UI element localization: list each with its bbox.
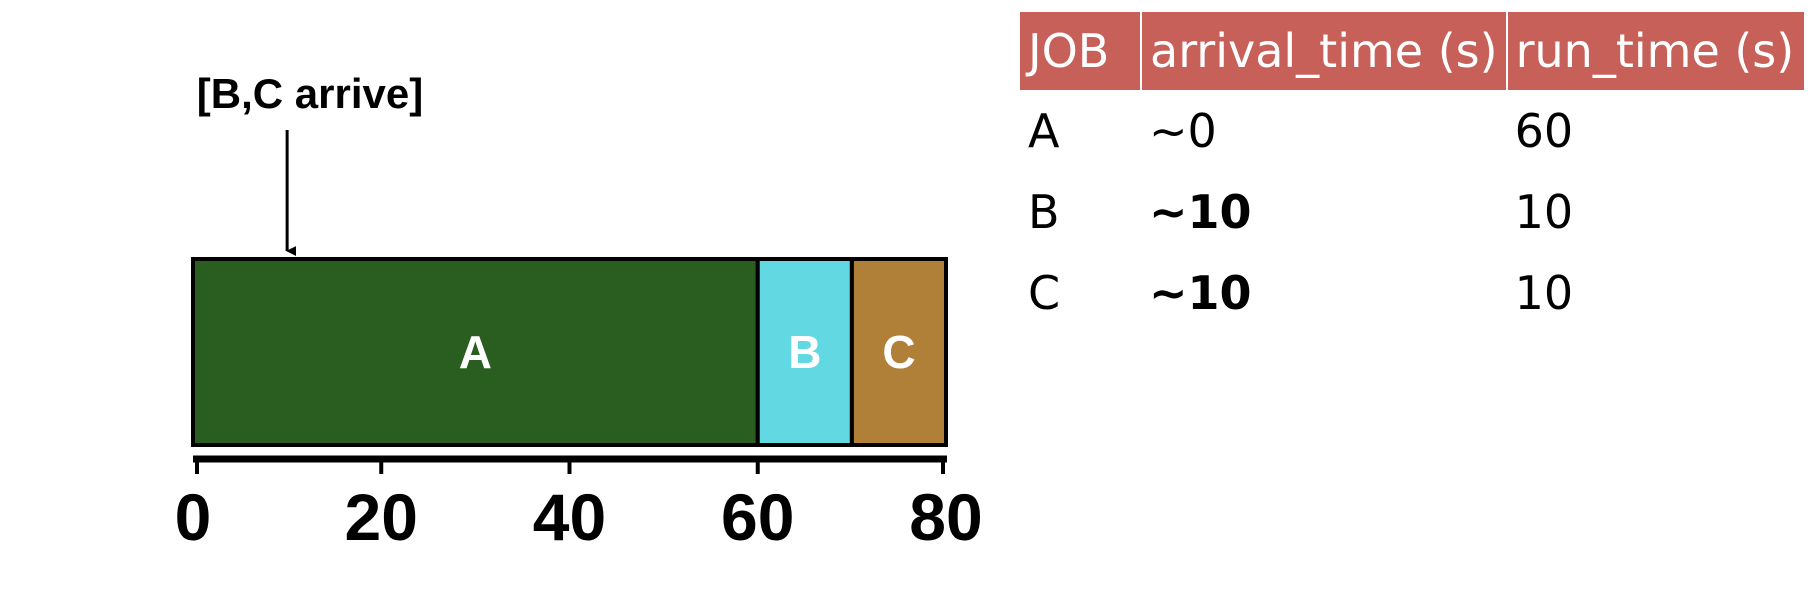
axis-tick-label: 40 <box>533 480 606 554</box>
table-row: A ~0 60 <box>1020 90 1804 171</box>
axis-tick-label: 80 <box>909 480 982 554</box>
table-row: B ~10 10 <box>1020 171 1804 252</box>
job-name: A <box>1028 103 1060 158</box>
run-time: 10 <box>1514 184 1574 239</box>
header-run-time: run_time (s) <box>1506 12 1804 90</box>
job-name: C <box>1028 265 1061 320</box>
table-row: C ~10 10 <box>1020 252 1804 333</box>
axis-tick-label: 60 <box>721 480 794 554</box>
arrival-time: ~10 <box>1149 265 1252 320</box>
segment-c <box>849 257 948 447</box>
job-segments: A B C <box>191 257 948 447</box>
header-job: JOB <box>1020 12 1142 90</box>
arrival-annotation: [B,C arrive] <box>197 70 423 117</box>
job-name: B <box>1028 184 1060 239</box>
schedule-timeline: [B,C arrive] A B C 0 20 40 60 80 <box>175 70 983 554</box>
segment-b <box>755 257 854 447</box>
job-table-header-row: JOB arrival_time (s) run_time (s) <box>1020 12 1804 90</box>
axis-tick-label: 0 <box>175 480 212 554</box>
run-time: 10 <box>1514 265 1574 320</box>
segment-label-c: C <box>882 326 915 378</box>
job-table: JOB arrival_time (s) run_time (s) A ~0 6… <box>1020 12 1804 333</box>
axis-tick-label: 20 <box>345 480 418 554</box>
header-arrival-time: arrival_time (s) <box>1141 12 1508 90</box>
arrival-time: ~10 <box>1149 184 1252 239</box>
segment-label-b: B <box>788 326 821 378</box>
run-time: 60 <box>1514 103 1574 158</box>
time-axis: 0 20 40 60 80 <box>175 455 983 554</box>
segment-label-a: A <box>459 326 492 378</box>
arrival-time: ~0 <box>1149 103 1217 158</box>
